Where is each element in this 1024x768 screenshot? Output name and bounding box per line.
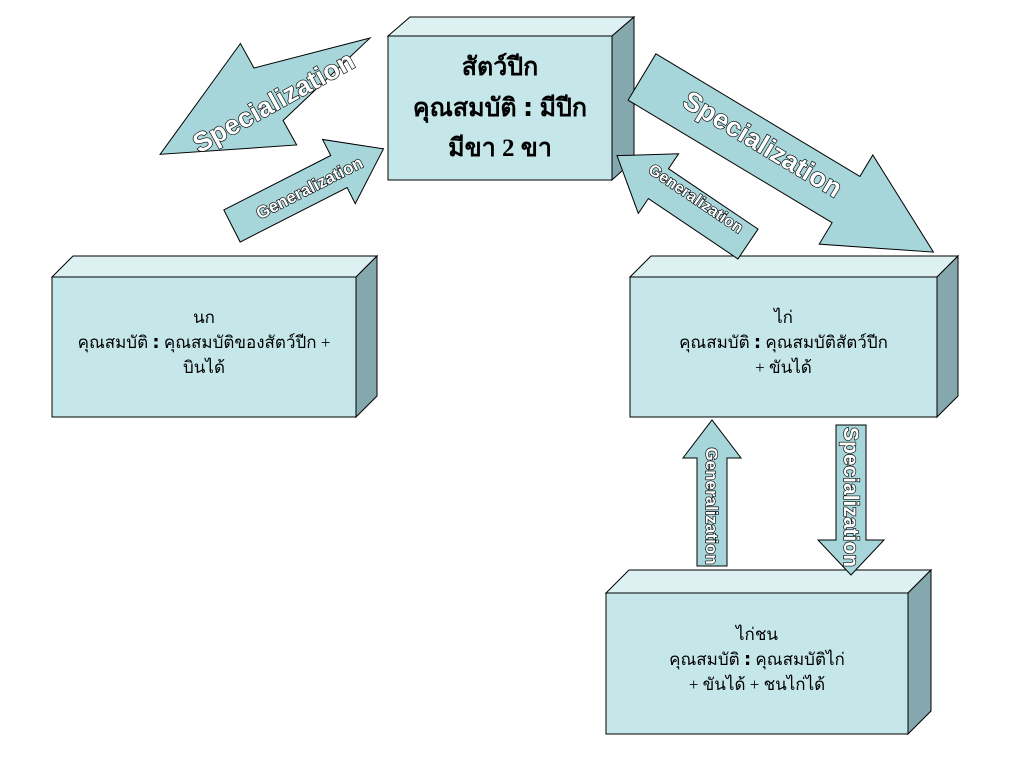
box-fighting-cock-text: ไก่ชน คุณสมบัติ : คุณสมบัติไก่ + ขันได้ … — [606, 603, 908, 715]
box-birds — [386, 15, 636, 182]
generalization-arrow-vertical — [681, 419, 743, 567]
box-fighting-cock — [604, 568, 933, 736]
box-chicken-text: ไก่ คุณสมบัติ : คุณสมบัติสัตว์ปีก + ขันไ… — [630, 287, 937, 397]
attr-colon: : — [152, 331, 160, 353]
attr-value: คุณสมบัติสัตว์ปีก — [765, 332, 888, 352]
generalization-arrow-right — [616, 153, 759, 260]
attr-colon: : — [743, 648, 752, 670]
box-fighting-cock-line3: + ขันได้ + ชนไก่ได้ — [688, 674, 826, 694]
attr-value: คุณสมบัติไก่ — [755, 649, 845, 669]
box-fighting-cock-title: ไก่ชน — [735, 624, 778, 644]
box-chicken-title: ไก่ — [774, 307, 793, 327]
box-chicken-line3: + ขันได้ — [755, 357, 812, 377]
box-birds-title: สัตว์ปีก — [461, 53, 539, 81]
box-birds-line3: มีขา 2 ขา — [448, 134, 552, 162]
attr-value: มีปีก — [539, 94, 588, 122]
specialization-arrow-vertical — [816, 424, 886, 576]
box-bird-title: นก — [193, 307, 215, 327]
box-bird-line3: บินได้ — [182, 357, 225, 377]
box-chicken-attributes: คุณสมบัติ : คุณสมบัติสัตว์ปีก — [679, 330, 888, 355]
attr-label: คุณสมบัติ — [679, 332, 750, 352]
specialization-arrow-left — [159, 37, 372, 155]
generalization-label-vertical: Generalization — [702, 447, 721, 564]
box-bird-attributes: คุณสมบัติ : คุณสมบัติของสัตว์ปีก + — [78, 330, 331, 355]
box-birds-attributes: คุณสมบัติ : มีปีก — [413, 88, 587, 129]
generalization-arrow-left — [223, 138, 385, 243]
box-bird-text: นก คุณสมบัติ : คุณสมบัติของสัตว์ปีก + บิ… — [52, 287, 356, 397]
box-fighting-cock-attributes: คุณสมบัติ : คุณสมบัติไก่ — [669, 647, 845, 672]
attr-colon: : — [753, 331, 762, 353]
box-bird — [50, 254, 379, 419]
attr-label: คุณสมบัติ — [412, 94, 517, 122]
attr-label: คุณสมบัติ — [669, 649, 740, 669]
attr-colon: : — [522, 92, 534, 123]
specialization-arrow-right — [627, 53, 935, 253]
box-chicken — [628, 254, 960, 419]
attr-value: คุณสมบัติของสัตว์ปีก + — [163, 332, 331, 352]
attr-label: คุณสมบัติ — [77, 332, 149, 352]
specialization-label-vertical: Specialization — [839, 427, 862, 567]
box-birds-text: สัตว์ปีก คุณสมบัติ : มีปีก มีขา 2 ขา — [388, 36, 612, 180]
